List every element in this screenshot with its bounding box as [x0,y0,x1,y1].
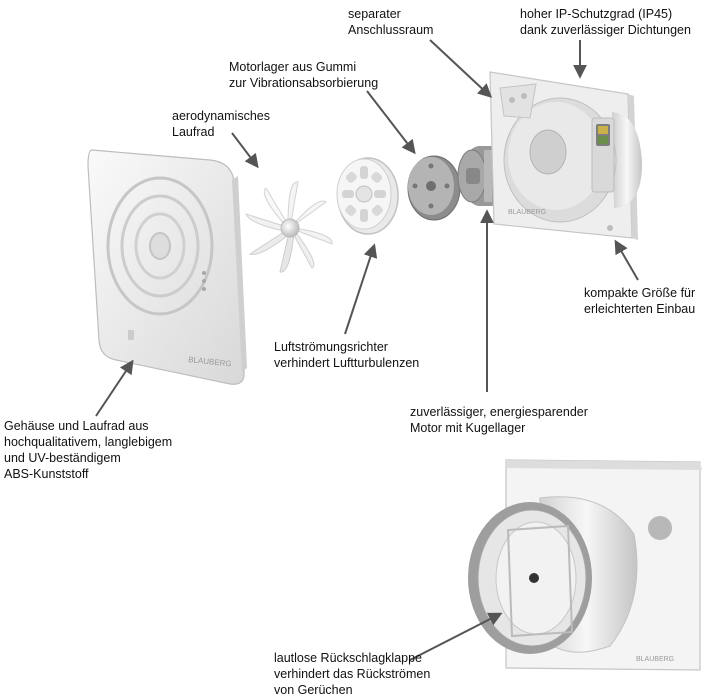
leader-arrows [95,39,639,661]
arrow-motor-mount [366,90,416,155]
label-flow-line: Luftströmungsrichter [274,340,388,354]
label-terminal-line: Anschlussraum [348,23,434,37]
flow-straightener [336,157,399,235]
base-brand-mark: BLAUBERG [508,209,546,216]
label-compact-line: erleichterten Einbau [584,302,696,316]
front-cover: BLAUBERG [87,149,247,385]
label-impeller: aerodynamisches Laufrad [172,108,270,140]
arrow-valve [409,612,503,661]
label-check-valve: lautlose Rückschlagklappe verhindert das… [274,650,430,698]
label-compact-line: kompakte Größe für [584,286,696,300]
rubber-motor-mount [407,155,461,221]
arrow-terminal [429,39,493,98]
label-ip-line: hoher IP-Schutzgrad (IP45) [520,7,673,21]
label-terminal-line: separater [348,7,401,21]
arrow-housing [95,359,134,417]
assembled-fan: BLAUBERG [468,459,702,671]
label-ip-rating: hoher IP-Schutzgrad (IP45) dank zuverläs… [520,6,691,38]
label-impeller-line: aerodynamisches [172,109,270,123]
label-flow-line: verhindert Luftturbulenzen [274,356,420,370]
label-terminal-box: separater Anschlussraum [348,6,433,38]
label-motor-mount-line: zur Vibrationsabsorbierung [229,76,379,90]
label-valve-line: verhindert das Rückströmen [274,667,431,681]
label-housing-line: hochqualitativem, langlebigem [4,435,173,449]
label-compact-size: kompakte Größe für erleichterten Einbau [584,285,695,317]
label-motor: zuverlässiger, energiesparender Motor mi… [410,404,588,436]
bottom-brand-mark: BLAUBERG [636,656,674,663]
label-flow-straightener: Luftströmungsrichter verhindert Luftturb… [274,339,419,371]
label-housing-line: Gehäuse und Laufrad aus [4,419,149,433]
label-housing-line: und UV-beständigem [4,451,121,465]
arrow-compact [614,239,639,281]
label-motor-line: zuverlässiger, energiesparender [410,405,588,419]
label-motor-mount-line: Motorlager aus Gummi [229,60,357,74]
arrow-flow [344,243,378,335]
label-motor-mount: Motorlager aus Gummi zur Vibrationsabsor… [229,59,378,91]
impeller [245,181,333,273]
label-valve-line: lautlose Rückschlagklappe [274,651,423,665]
label-housing-line: ABS-Kunststoff [4,467,89,481]
label-housing: Gehäuse und Laufrad aus hochqualitativem… [4,418,172,482]
label-impeller-line: Laufrad [172,125,215,139]
arrow-impeller [231,132,259,169]
fan-base: BLAUBERG [489,71,642,240]
label-valve-line: von Gerüchen [274,683,353,697]
label-motor-line: Motor mit Kugellager [410,421,526,435]
label-ip-line: dank zuverlässiger Dichtungen [520,23,691,37]
